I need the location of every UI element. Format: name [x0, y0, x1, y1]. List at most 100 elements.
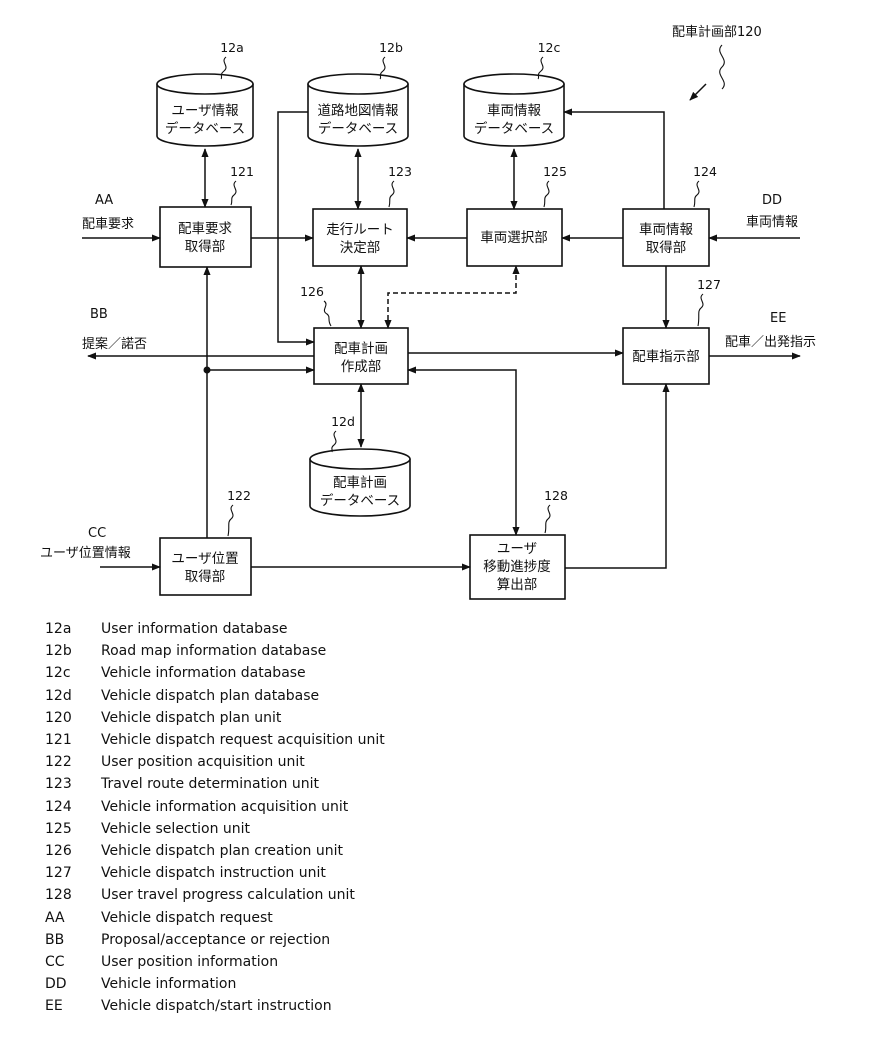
box-128-line1: ユーザ [497, 541, 537, 557]
legend-description: Vehicle information acquisition unit [101, 799, 605, 815]
box-125-line1: 車両選択部 [480, 230, 548, 246]
legend-code: CC [45, 954, 101, 970]
ext-ee-text: 配車／出発指示 [725, 335, 816, 350]
legend-row: EEVehicle dispatch/start instruction [45, 995, 605, 1017]
legend-description: Road map information database [101, 643, 605, 659]
legend-code: 12a [45, 621, 101, 637]
legend-row: DDVehicle information [45, 973, 605, 995]
legend-code: 12c [45, 665, 101, 681]
legend-code: 128 [45, 887, 101, 903]
db-vehicle-info-line2: データベース [474, 120, 554, 137]
box-124-line2: 取得部 [646, 239, 687, 256]
legend-code: 121 [45, 732, 101, 748]
legend-code: DD [45, 976, 101, 992]
legend-row: 125Vehicle selection unit [45, 818, 605, 840]
ext-ee-code: EE [770, 311, 786, 326]
box-125-vehicle-selection: 車両選択部 [467, 209, 562, 266]
db-user-info-line1: ユーザ情報 [171, 103, 239, 119]
legend-description: Vehicle dispatch instruction unit [101, 865, 605, 881]
db-road-map-line2: データベース [318, 120, 398, 137]
ref-128: 128 [544, 488, 568, 503]
box-124-line1: 車両情報 [639, 222, 693, 238]
ext-bb-text: 提案／諾否 [82, 336, 147, 352]
box-122-user-position-acquisition: ユーザ位置 取得部 [160, 538, 251, 595]
legend-row: BBProposal/acceptance or rejection [45, 929, 605, 951]
box-122-line2: 取得部 [185, 568, 226, 585]
db-user-info-line2: データベース [165, 120, 245, 137]
ref-12d: 12d [331, 414, 355, 429]
legend-row: 12aUser information database [45, 618, 605, 640]
ref-127-leader [698, 294, 703, 326]
ref-122: 122 [227, 488, 251, 503]
legend-row: 127Vehicle dispatch instruction unit [45, 862, 605, 884]
legend-row: 12cVehicle information database [45, 662, 605, 684]
legend-code: 122 [45, 754, 101, 770]
box-122-line1: ユーザ位置 [171, 551, 238, 567]
unit-label-120: 配車計画部120 [672, 24, 762, 40]
ref-128-leader [545, 505, 550, 533]
legend-row: 124Vehicle information acquisition unit [45, 796, 605, 818]
block-diagram: 配車計画部120 ユーザ情報 データベース 道路地図情報 データベース 車両情報… [0, 0, 874, 612]
ref-124-leader [694, 181, 699, 207]
legend-description: Vehicle dispatch plan creation unit [101, 843, 605, 859]
legend-code: 12b [45, 643, 101, 659]
ext-bb-code: BB [90, 307, 108, 322]
legend-row: 121Vehicle dispatch request acquisition … [45, 729, 605, 751]
legend-description: User position information [101, 954, 605, 970]
ref-125: 125 [543, 164, 567, 179]
box-121-line1: 配車要求 [178, 221, 232, 237]
ref-122-leader [228, 505, 233, 536]
legend-description: Vehicle information database [101, 665, 605, 681]
box-126-line2: 作成部 [341, 359, 382, 375]
legend-description: Vehicle dispatch plan unit [101, 710, 605, 726]
ext-dd-code: DD [762, 193, 782, 208]
db-road-map: 道路地図情報 データベース [308, 74, 408, 146]
box-127-dispatch-instruction: 配車指示部 [623, 328, 709, 384]
box-128-line3: 算出部 [497, 577, 538, 593]
legend-code: 126 [45, 843, 101, 859]
db-vehicle-info: 車両情報 データベース [464, 74, 564, 146]
legend-code: 12d [45, 688, 101, 704]
legend-description: Vehicle dispatch request [101, 910, 605, 926]
legend-description: Vehicle dispatch request acquisition uni… [101, 732, 605, 748]
ref-12d-leader [332, 431, 336, 452]
box-127-line1: 配車指示部 [632, 349, 700, 365]
ref-126-leader [324, 301, 331, 326]
legend-row: 12dVehicle dispatch plan database [45, 685, 605, 707]
ref-12b: 12b [379, 40, 403, 55]
legend-row: 126Vehicle dispatch plan creation unit [45, 840, 605, 862]
legend-row: AAVehicle dispatch request [45, 906, 605, 928]
legend-code: 127 [45, 865, 101, 881]
box-123-travel-route: 走行ルート 決定部 [313, 209, 407, 266]
db-dispatch-plan-line2: データベース [320, 492, 400, 509]
db-dispatch-plan: 配車計画 データベース [310, 449, 410, 516]
ext-cc-code: CC [88, 526, 106, 541]
legend-code: AA [45, 910, 101, 926]
legend-description: User position acquisition unit [101, 754, 605, 770]
ref-121: 121 [230, 164, 254, 179]
legend-description: Vehicle dispatch/start instruction [101, 998, 605, 1014]
legend-description: User information database [101, 621, 605, 637]
box-123-line1: 走行ルート [326, 222, 394, 238]
legend-code: EE [45, 998, 101, 1014]
box-128-line2: 移動進捗度 [483, 559, 551, 575]
ref-124: 124 [693, 164, 717, 179]
legend-code: 125 [45, 821, 101, 837]
ext-aa-text: 配車要求 [82, 217, 134, 232]
legend-row: 12bRoad map information database [45, 640, 605, 662]
ext-cc-text: ユーザ位置情報 [40, 546, 131, 561]
unit-label-squiggle [720, 45, 725, 89]
box-123-line2: 決定部 [340, 240, 381, 256]
legend-description: Vehicle information [101, 976, 605, 992]
box-126-plan-creation: 配車計画 作成部 [314, 328, 408, 384]
legend-row: 123Travel route determination unit [45, 773, 605, 795]
db-road-map-line1: 道路地図情報 [318, 103, 399, 119]
ref-12c: 12c [538, 40, 561, 55]
legend-row: 128User travel progress calculation unit [45, 884, 605, 906]
legend-row: 120Vehicle dispatch plan unit [45, 707, 605, 729]
ext-aa-code: AA [95, 193, 113, 208]
box-126-line1: 配車計画 [334, 341, 388, 357]
ref-123: 123 [388, 164, 412, 179]
legend-description: Vehicle selection unit [101, 821, 605, 837]
legend-description: Travel route determination unit [101, 776, 605, 792]
